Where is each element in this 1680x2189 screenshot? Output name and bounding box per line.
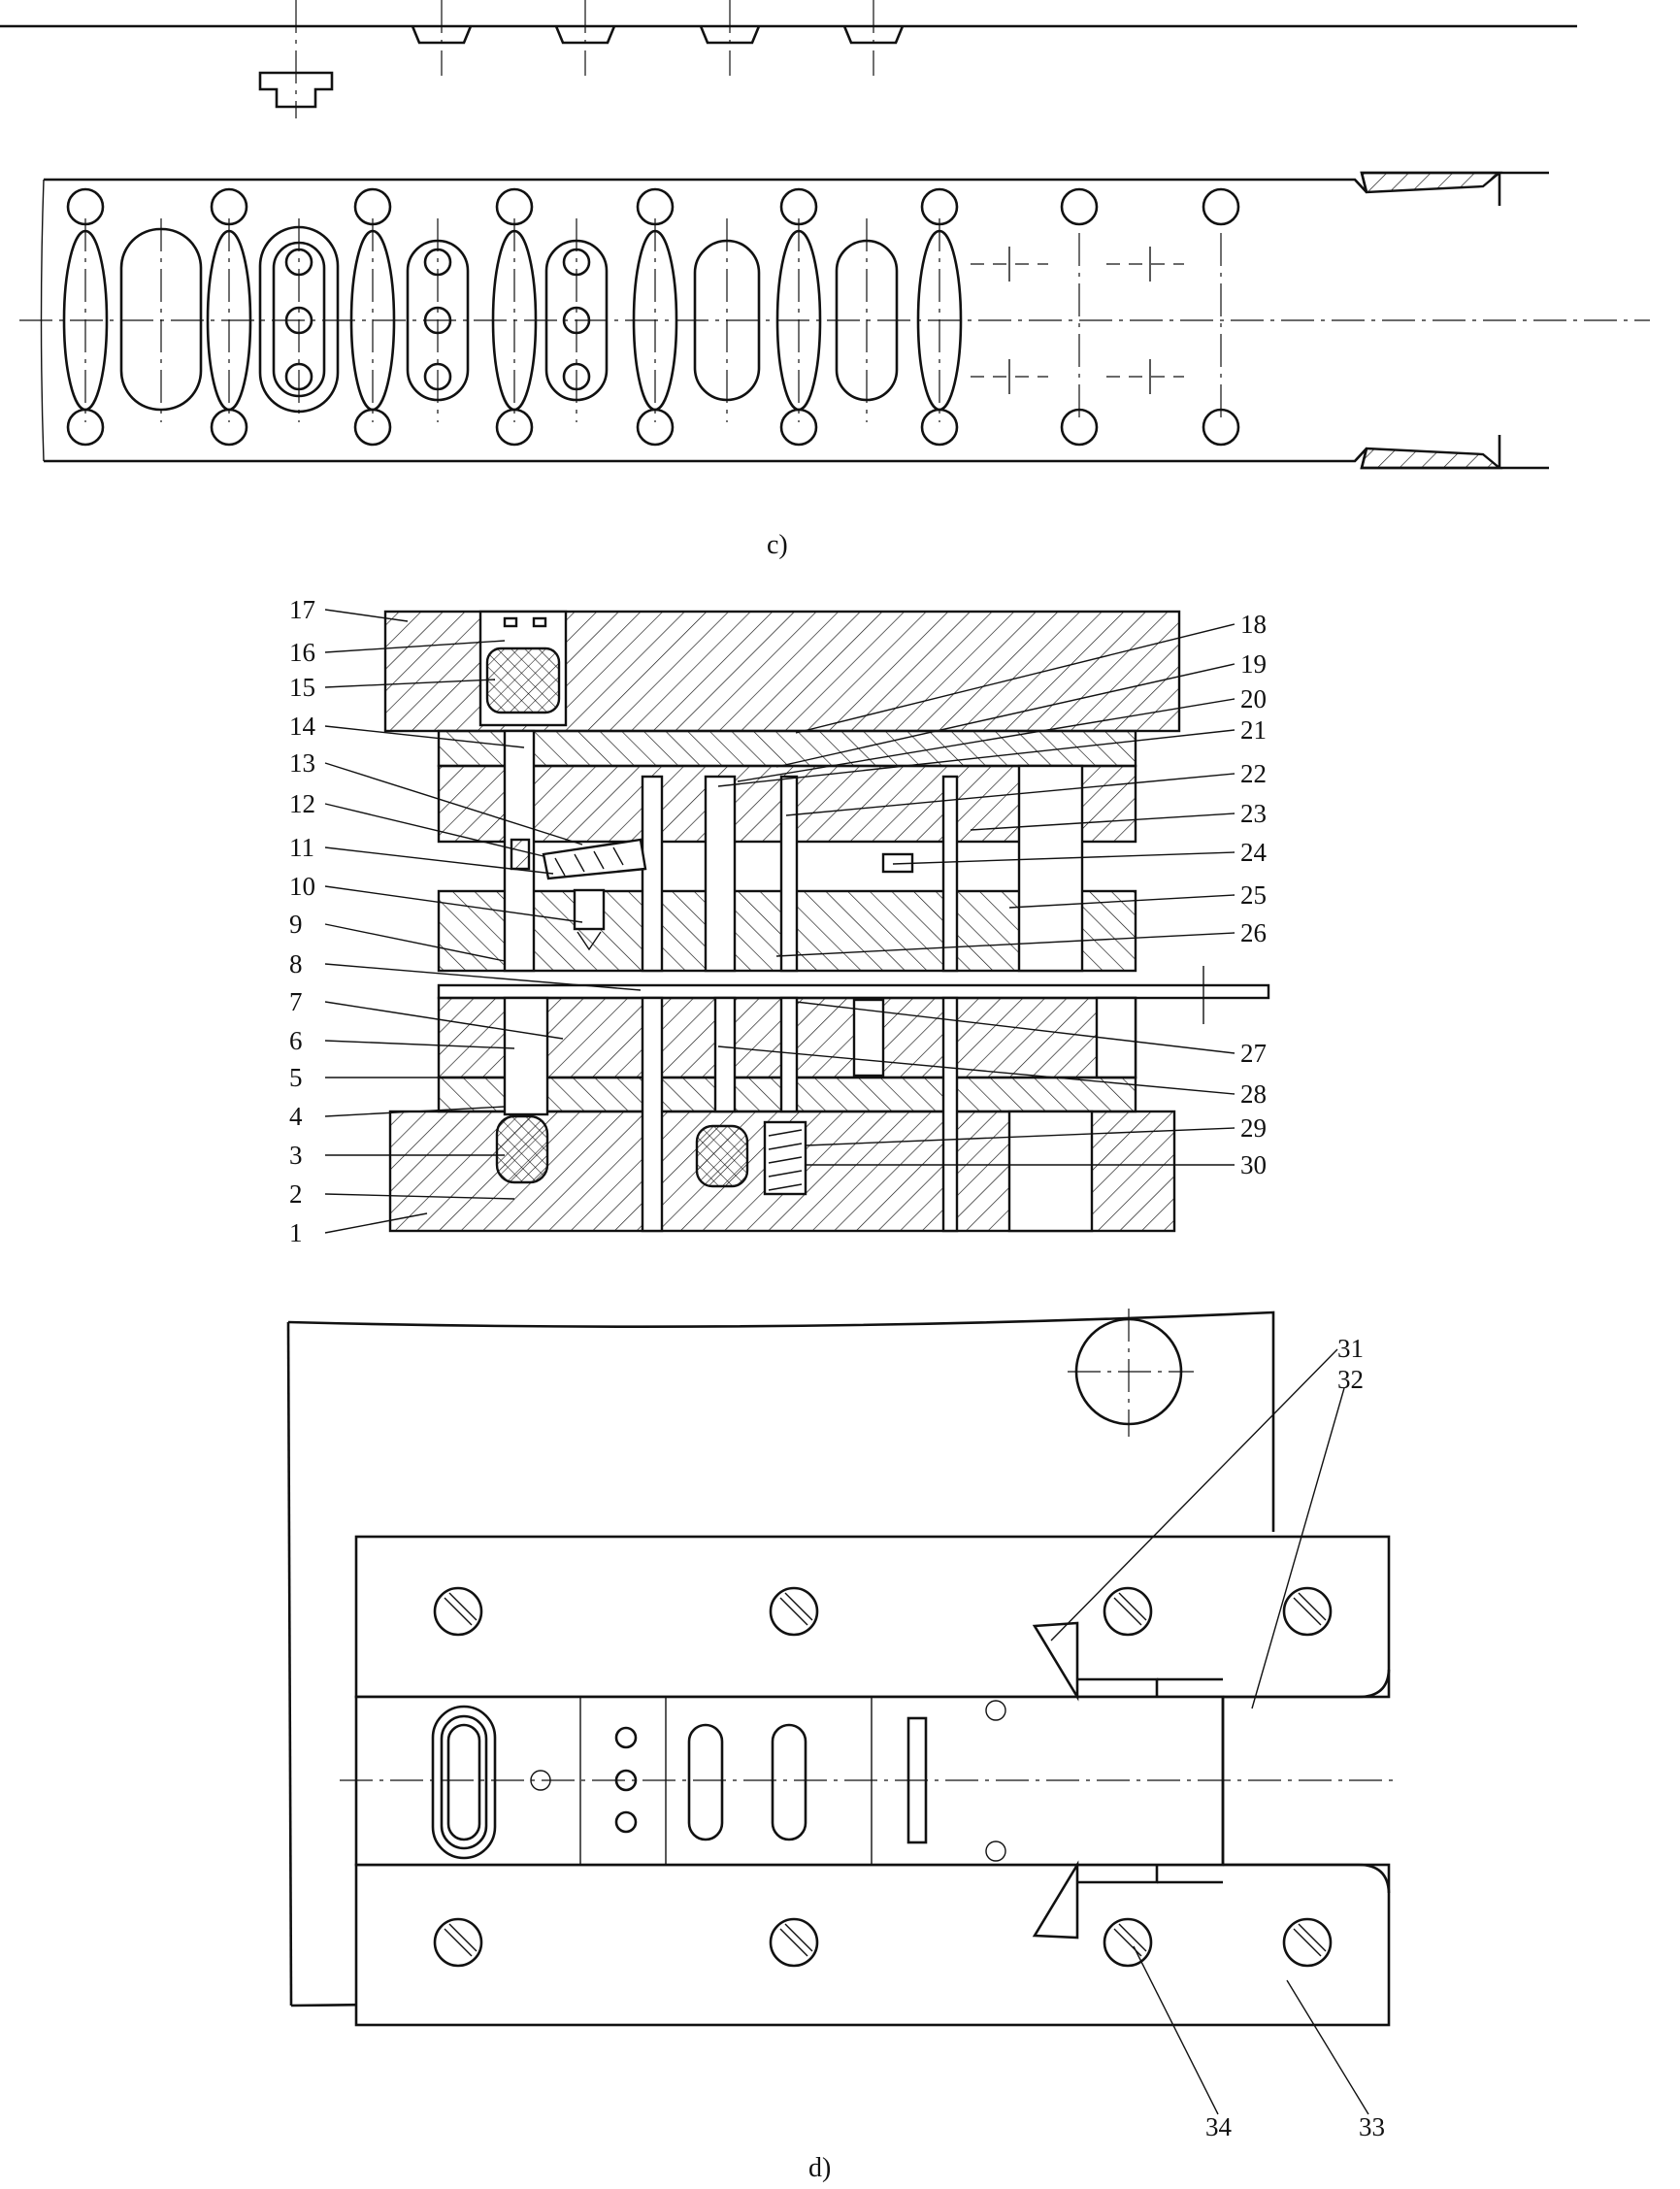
callout-label-28: 28 [1240, 1079, 1267, 1109]
callout-label-33: 33 [1359, 2112, 1385, 2141]
callout-label-14: 14 [289, 712, 316, 741]
callout-label-17: 17 [289, 595, 315, 624]
callout-label-26: 26 [1240, 918, 1267, 947]
callout-label-1: 1 [289, 1218, 303, 1247]
callout-label-22: 22 [1240, 759, 1267, 788]
caption-c: c) [767, 530, 788, 560]
callout-label-15: 15 [289, 673, 315, 702]
callout-label-4: 4 [289, 1102, 303, 1131]
die-section-view [383, 610, 1270, 1233]
callout-label-5: 5 [289, 1063, 303, 1092]
pilot-holes [66, 187, 1240, 447]
screws [433, 1586, 1333, 1968]
callout-label-7: 7 [289, 987, 303, 1016]
callout-label-25: 25 [1240, 880, 1267, 910]
callout-label-3: 3 [289, 1141, 303, 1170]
callout-label-11: 11 [289, 833, 314, 862]
callout-label-10: 10 [289, 872, 315, 901]
callout-label-2: 2 [289, 1179, 303, 1209]
callout-label-27: 27 [1240, 1039, 1267, 1068]
callout-label-18: 18 [1240, 610, 1267, 639]
callout-label-24: 24 [1240, 838, 1268, 867]
callout-label-34: 34 [1205, 2112, 1233, 2141]
callout-label-20: 20 [1240, 684, 1267, 713]
callout-label-32: 32 [1337, 1365, 1364, 1394]
callout-label-30: 30 [1240, 1150, 1267, 1179]
strip-dimples [411, 0, 905, 76]
caption-d: d) [808, 2153, 831, 2183]
die-plan-view [286, 1309, 1398, 2027]
callout-label-19: 19 [1240, 649, 1267, 679]
callout-label-23: 23 [1240, 799, 1267, 828]
strip-layout: c) [19, 171, 1650, 560]
callout-label-12: 12 [289, 789, 315, 818]
callout-label-21: 21 [1240, 715, 1267, 745]
callout-label-29: 29 [1240, 1113, 1267, 1143]
callout-label-9: 9 [289, 910, 303, 939]
slot-cutouts [62, 218, 1222, 422]
callout-label-6: 6 [289, 1026, 303, 1055]
callout-label-16: 16 [289, 638, 315, 667]
callout-label-31: 31 [1337, 1334, 1364, 1363]
callout-labels: 1716151413121110987654321181920212223242… [289, 595, 1385, 2141]
strip-section-view [0, 0, 1577, 118]
callout-label-13: 13 [289, 748, 315, 778]
callout-label-8: 8 [289, 949, 303, 978]
